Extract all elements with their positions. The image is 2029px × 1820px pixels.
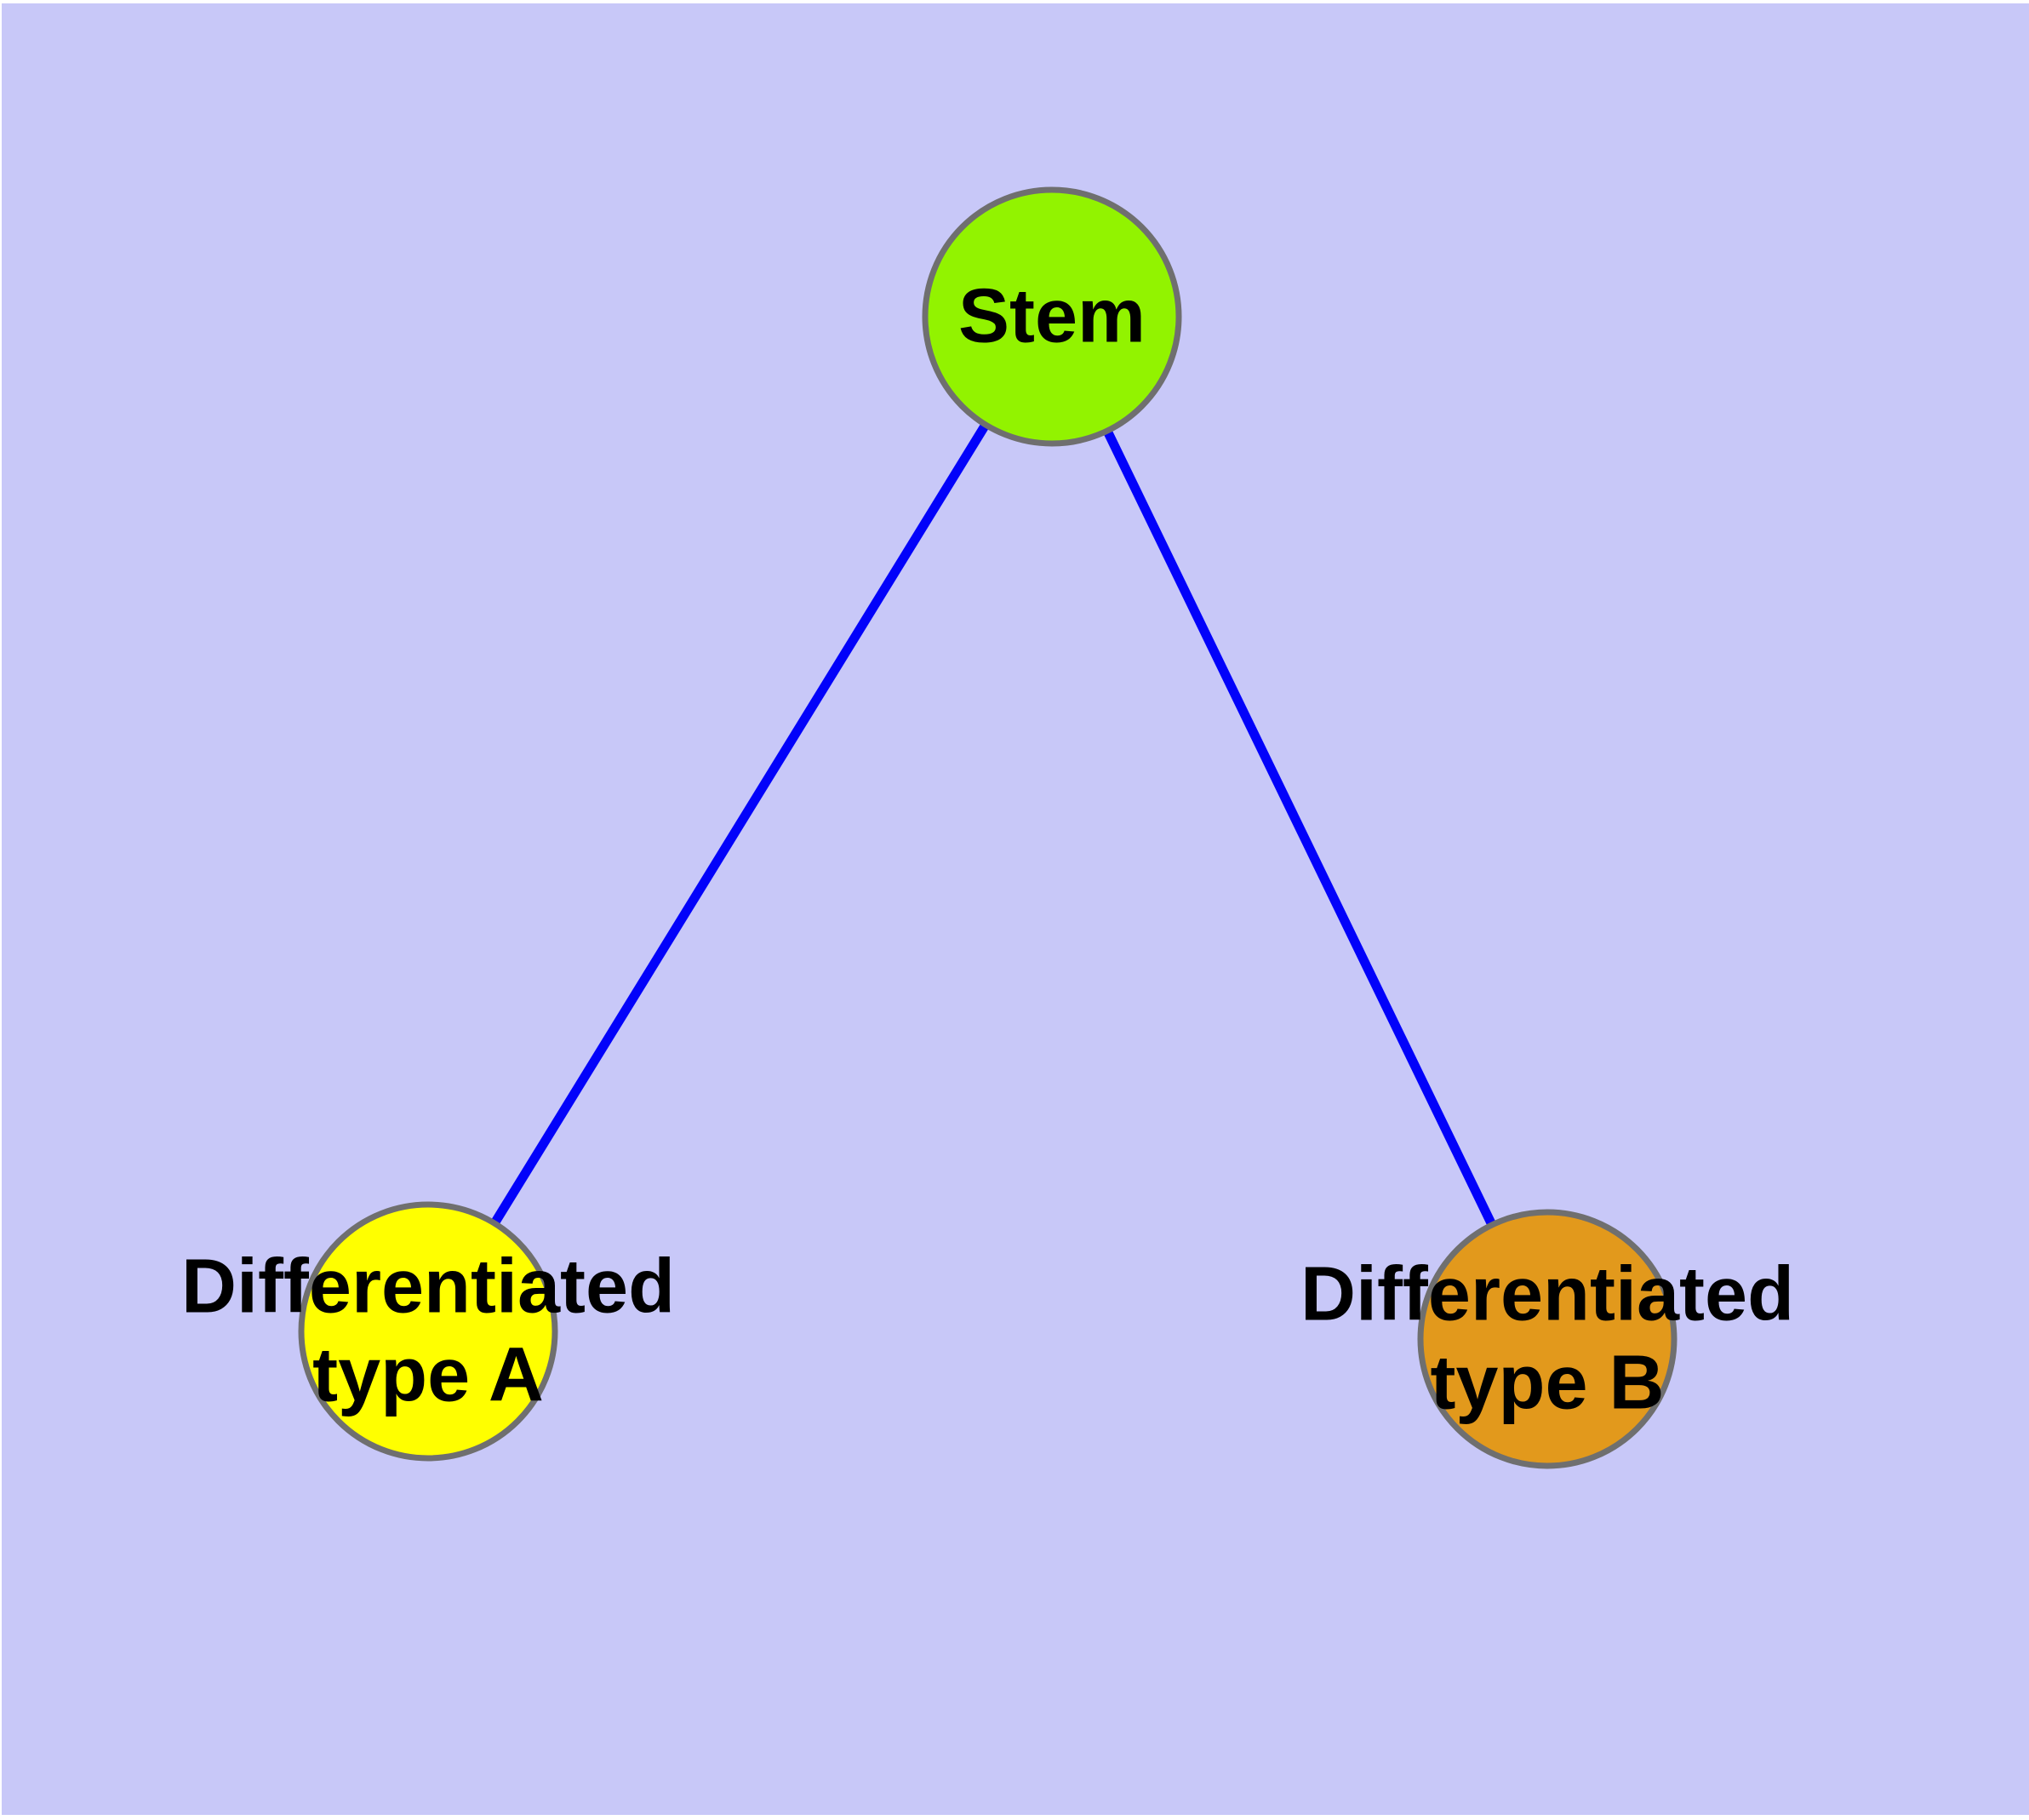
node-differentiated-type-a: [298, 1201, 558, 1462]
edge-stem-to-type-b: [1048, 314, 1552, 1342]
node-stem: [922, 186, 1182, 447]
node-label-differentiated-type-b: Differentiated type B: [1300, 1251, 1795, 1426]
node-differentiated-type-b: [1417, 1209, 1677, 1469]
node-label-stem: Stem: [957, 273, 1146, 359]
node-label-differentiated-type-a: Differentiated type A: [180, 1244, 676, 1418]
edge-stem-to-type-a: [424, 314, 1056, 1334]
